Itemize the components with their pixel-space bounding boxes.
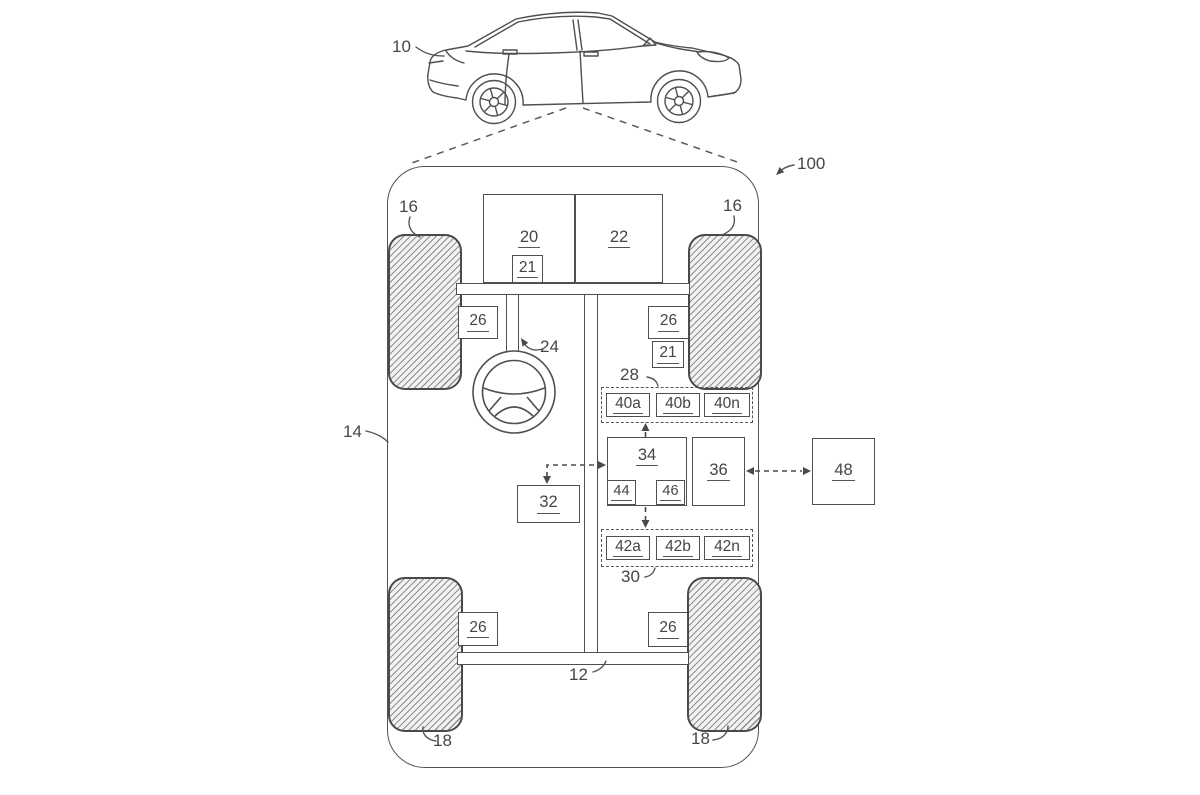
label-24: 24 [540, 337, 559, 356]
box-32: 32 [517, 485, 580, 523]
car-window-top-line [474, 15, 651, 48]
car-trunk-seam [445, 50, 465, 64]
car-front-bumper-line [713, 91, 737, 97]
car-front-door-seam [579, 50, 584, 104]
box-42n-label: 42n [712, 538, 742, 558]
box-20-label: 20 [517, 228, 541, 249]
label-12: 12 [569, 665, 588, 684]
box-26-front-left: 26 [458, 306, 498, 339]
box-36: 36 [692, 437, 745, 506]
box-40a-label: 40a [613, 395, 643, 415]
box-26-rear-right-label: 26 [657, 620, 679, 639]
car-beltline [465, 44, 649, 55]
box-40n-label: 40n [712, 395, 742, 415]
box-21-right-label: 21 [657, 345, 679, 364]
box-21-front: 21 [512, 255, 543, 283]
car-rear-details [428, 60, 459, 87]
box-46: 46 [656, 480, 685, 505]
box-22-label: 22 [607, 228, 631, 249]
wheel-rear-left [388, 577, 463, 732]
projection-line-left [408, 107, 567, 165]
label-100: 100 [797, 154, 826, 173]
label-16-front-right: 16 [723, 196, 742, 215]
box-34: 34 44 46 [607, 437, 687, 506]
drive-shaft [584, 295, 598, 652]
box-26-front-right: 26 [648, 306, 689, 339]
box-40b-label: 40b [663, 395, 693, 415]
box-44: 44 [607, 480, 636, 505]
box-20: 20 [484, 195, 574, 282]
car-rear-wheel [471, 79, 517, 125]
projection-line-right [582, 107, 741, 164]
box-42a-label: 42a [613, 538, 643, 558]
car-front-wheel [656, 78, 702, 124]
box-22: 22 [574, 195, 664, 282]
car-rear-door-seam [504, 53, 510, 105]
box-26-front-left-label: 26 [467, 313, 489, 332]
wheel-front-right [688, 234, 762, 390]
box-21-right: 21 [652, 341, 684, 368]
box-42b: 42b [656, 536, 700, 560]
box-26-rear-right: 26 [648, 612, 688, 647]
car-body-outline [427, 11, 742, 106]
leader-100 [777, 164, 795, 174]
box-40b: 40b [656, 393, 700, 417]
arrowhead-100 [776, 167, 785, 175]
box-42n: 42n [704, 536, 750, 560]
group-28-dashed-box: 40a 40b 40n [601, 387, 753, 423]
leader-10 [415, 46, 445, 57]
box-42a: 42a [606, 536, 650, 560]
rear-axle [457, 652, 689, 665]
label-18-rear-right: 18 [691, 729, 710, 748]
box-20-22-container: 20 22 [483, 194, 663, 283]
projection-lines [408, 107, 741, 165]
label-14: 14 [343, 422, 362, 441]
front-axle [456, 283, 690, 295]
box-36-label: 36 [707, 461, 730, 482]
box-44-label: 44 [611, 483, 632, 502]
box-32-label: 32 [537, 494, 560, 514]
label-30: 30 [621, 567, 640, 586]
box-40n: 40n [704, 393, 750, 417]
box-20-22-divider [574, 195, 576, 282]
box-42b-label: 42b [663, 538, 693, 558]
car-hood-seam [655, 42, 701, 53]
box-26-rear-left: 26 [458, 612, 498, 646]
label-10: 10 [392, 37, 411, 56]
group-30-dashed-box: 42a 42b 42n [601, 529, 753, 567]
box-40a: 40a [606, 393, 650, 417]
box-48: 48 [812, 438, 875, 505]
box-34-label: 34 [635, 446, 659, 467]
label-16-front-left: 16 [399, 197, 418, 216]
car-b-pillar [572, 19, 583, 51]
box-46-label: 46 [660, 483, 681, 502]
wheel-front-left [388, 234, 462, 390]
box-26-rear-left-label: 26 [467, 619, 489, 639]
box-21-front-label: 21 [516, 259, 539, 279]
label-18-rear-left: 18 [433, 731, 452, 750]
label-28: 28 [620, 365, 639, 384]
box-26-front-right-label: 26 [657, 313, 680, 332]
leader-14 [365, 430, 389, 443]
wheel-rear-right [687, 577, 762, 732]
car-headlight [696, 50, 730, 63]
box-48-label: 48 [832, 461, 855, 482]
steering-column-shaft [506, 295, 519, 352]
car-door-handles [502, 49, 599, 57]
car-mirror [642, 37, 657, 47]
arrowhead-into-48 [803, 467, 811, 475]
car-side-view [427, 11, 742, 125]
